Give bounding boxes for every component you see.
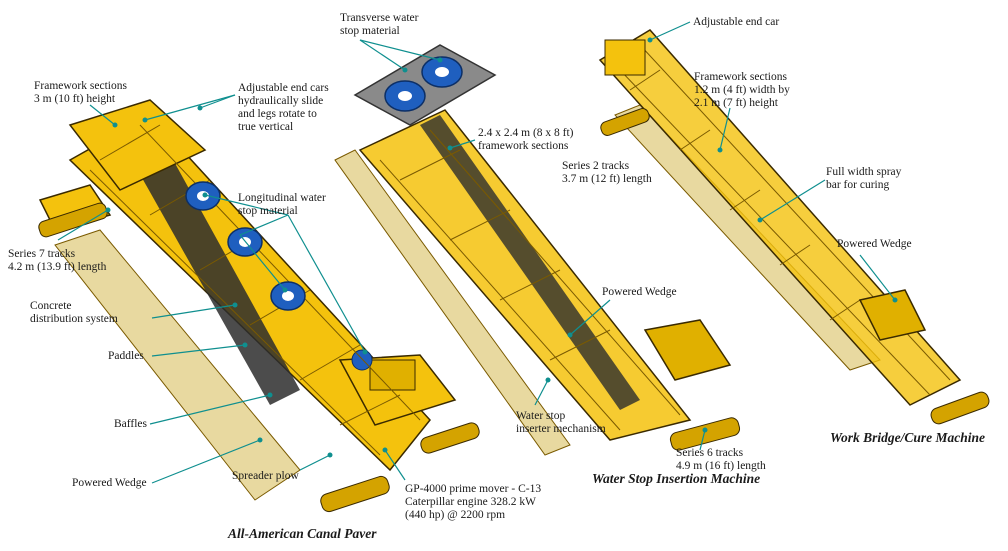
ws-lattice: [379, 129, 681, 431]
cure-framework-sections-label: Framework sections 1.2 m (4 ft) width by…: [694, 71, 790, 109]
paver-concrete-distribution-label: Concrete distribution system: [30, 300, 118, 325]
ws-series6-tracks-label: Series 6 tracks 4.9 m (16 ft) length: [676, 447, 766, 472]
paver-baffles-label: Baffles: [114, 418, 148, 430]
ws-inserter-mechanism-label: Water stop inserter mechanism: [516, 410, 606, 435]
paver-caption: All-American Canal Paver: [228, 526, 377, 541]
ws-walkway: [334, 149, 571, 456]
cure-adjustable-end-car-label: Adjustable end car: [693, 16, 780, 28]
paver-conveyor: [115, 118, 300, 405]
paver-lower-track-2: [420, 422, 480, 454]
leader-lines: [57, 21, 896, 484]
paver-lattice: [89, 124, 421, 456]
cure-end-car-top: [604, 39, 646, 76]
cure-powered-wedge-label: Powered Wedge: [837, 238, 912, 250]
ws-conveyor: [420, 115, 640, 410]
paver-engine-fan: [351, 349, 373, 371]
cure-machine-illustration: [598, 29, 990, 425]
paver-paddles-label: Paddles: [108, 350, 144, 362]
leader-arrowheads: [105, 37, 898, 458]
canal-paver-illustration: [38, 99, 480, 513]
ws-transverse-water-stop-label: Transverse water stop material: [340, 12, 419, 37]
paver-spreader-plow-label: Spreader plow: [232, 470, 299, 482]
water-stop-illustration: [334, 44, 741, 456]
paver-lower-track: [320, 475, 390, 513]
paver-longitudinal-water-stop-label: Longitudinal water stop material: [238, 192, 326, 217]
paver-powered-wedge-label: Powered Wedge: [72, 477, 147, 489]
paver-series7-tracks-label: Series 7 tracks 4.2 m (13.9 ft) length: [8, 248, 107, 273]
ws-series2-tracks-label: Series 2 tracks 3.7 m (12 ft) length: [562, 160, 652, 185]
paver-framework-sections-label: Framework sections 3 m (10 ft) height: [34, 80, 127, 105]
ws-caption: Water Stop Insertion Machine: [592, 471, 761, 486]
ws-lower-track: [669, 417, 741, 451]
cure-lower-track: [930, 391, 990, 425]
ws-powered-wedge-label: Powered Wedge: [602, 286, 677, 298]
cure-caption: Work Bridge/Cure Machine: [830, 430, 986, 445]
ws-prime-mover: [643, 319, 732, 381]
ws-framework-sections-label: 2.4 x 2.4 m (8 x 8 ft) framework section…: [478, 127, 574, 152]
paver-prime-mover-label: GP-4000 prime mover - C-13 Caterpillar e…: [405, 483, 542, 521]
ws-top-platform: [353, 44, 497, 126]
cure-spray-bar-label: Full width spray bar for curing: [826, 166, 902, 191]
cure-top-track: [600, 108, 650, 136]
paver-adjustable-end-cars-label: Adjustable end cars hydraulically slide …: [238, 82, 329, 133]
paver-head-frame: [68, 99, 207, 191]
